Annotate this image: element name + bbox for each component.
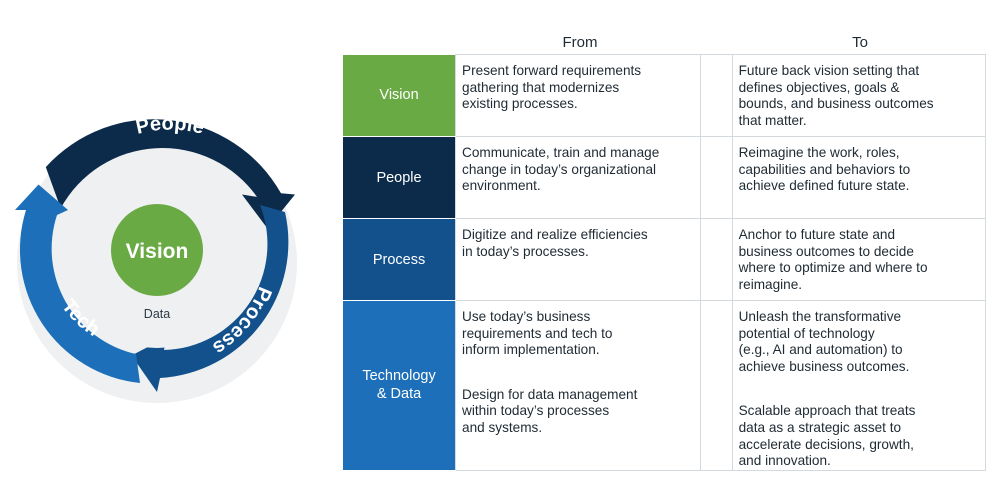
- from-text: Present forward requirements gathering t…: [462, 63, 642, 112]
- to-text: Anchor to future state and business outc…: [738, 227, 928, 292]
- people-arrow: [45, 119, 295, 229]
- row-label-vision: Vision: [343, 54, 456, 137]
- table-row-people: People Communicate, train and manage cha…: [343, 136, 987, 219]
- gap-cell: [700, 218, 733, 301]
- vision-center-label: Vision: [126, 240, 189, 263]
- from-cell-technology-data: Use today’s business requirements and te…: [455, 300, 701, 471]
- row-label-text: Technology & Data: [362, 368, 436, 403]
- from-cell-vision: Present forward requirements gathering t…: [455, 54, 701, 137]
- process-arrow: [131, 205, 289, 392]
- table-row-process: Process Digitize and realize efficiencie…: [343, 218, 987, 301]
- data-label: Data: [144, 307, 170, 321]
- vision-circle: [111, 204, 203, 296]
- row-label-technology-data: Technology & Data: [343, 300, 456, 471]
- to-text: Reimagine the work, roles, capabilities …: [738, 145, 911, 194]
- gap-cell: [700, 54, 733, 137]
- to-text: Future back vision setting that defines …: [738, 63, 934, 128]
- row-label-process: Process: [343, 218, 456, 301]
- from-to-table: Vision Present forward requirements gath…: [343, 54, 987, 471]
- from-text: Digitize and realize efficiencies in tod…: [462, 227, 648, 259]
- from-cell-process: Digitize and realize efficiencies in tod…: [455, 218, 701, 301]
- gap-cell: [700, 300, 733, 471]
- from-text: Communicate, train and manage change in …: [462, 145, 660, 194]
- to-cell-vision: Future back vision setting that defines …: [731, 54, 987, 137]
- gap-cell: [700, 136, 733, 219]
- to-column-header: To: [852, 34, 868, 51]
- from-text: Design for data management within today’…: [462, 386, 638, 435]
- from-column-header: From: [562, 34, 598, 51]
- from-cell-people: Communicate, train and manage change in …: [455, 136, 701, 219]
- to-cell-process: Anchor to future state and business outc…: [731, 218, 987, 301]
- tech-arrow: [15, 184, 140, 383]
- from-text: Use today’s business requirements and te…: [462, 309, 613, 358]
- table-row-vision: Vision Present forward requirements gath…: [343, 54, 987, 137]
- to-text: Scalable approach that treats data as a …: [738, 403, 916, 469]
- to-cell-technology-data: Unleash the transformative potential of …: [731, 300, 987, 471]
- table-row-technology-data: Technology & Data Use today’s business r…: [343, 300, 987, 471]
- cycle-diagram: Vision Data People Process Tech: [15, 112, 297, 403]
- to-text: Unleash the transformative potential of …: [738, 309, 910, 374]
- to-cell-people: Reimagine the work, roles, capabilities …: [731, 136, 987, 219]
- row-label-people: People: [343, 136, 456, 219]
